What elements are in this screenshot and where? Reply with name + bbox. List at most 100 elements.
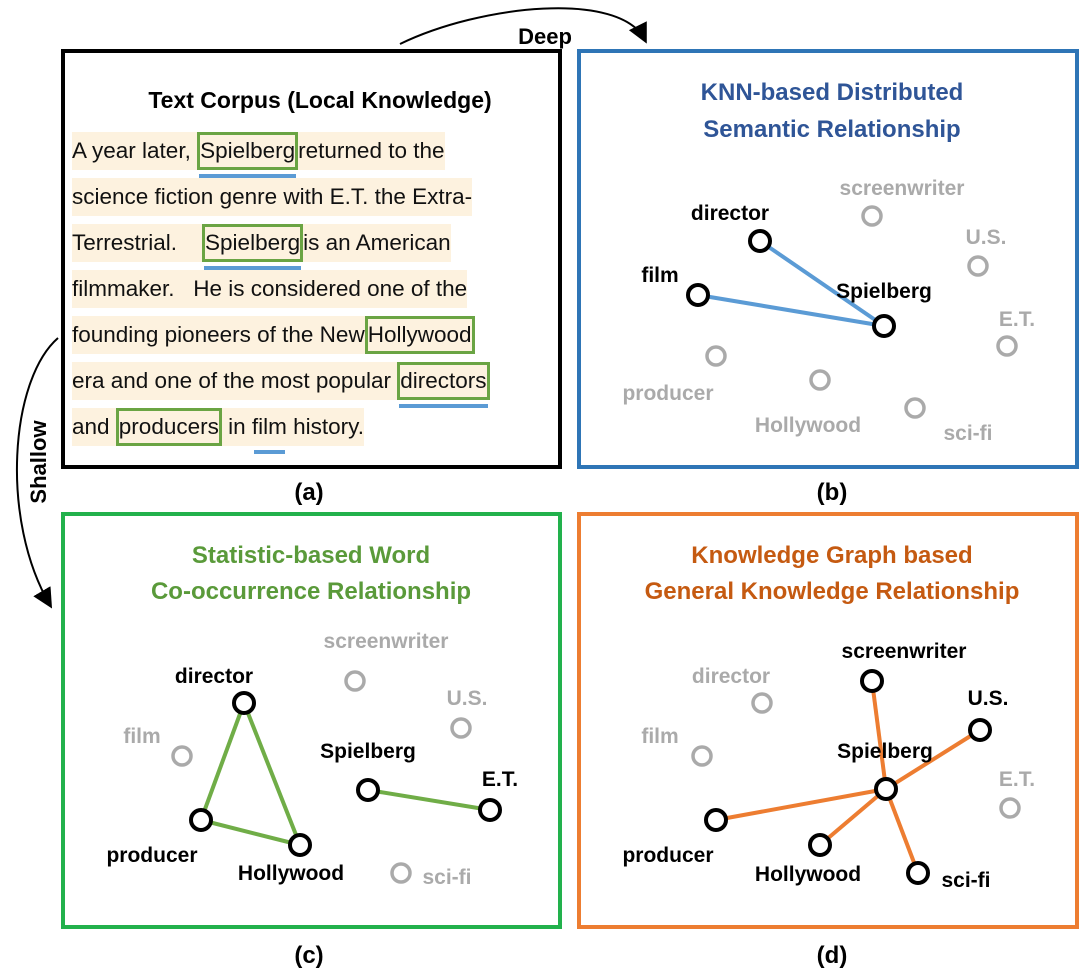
graph-node xyxy=(861,205,883,227)
node-label: U.S. xyxy=(447,687,488,710)
graph-node xyxy=(967,255,989,277)
graph-node xyxy=(232,691,256,715)
node-label: Spielberg xyxy=(837,740,933,763)
graph-node xyxy=(808,833,832,857)
corpus-text: era and one of the most popular xyxy=(72,362,398,400)
panel-d-title: Knowledge Graph based xyxy=(691,542,972,569)
panel-a-border xyxy=(61,49,562,469)
node-label: producer xyxy=(106,844,197,867)
node-label: film xyxy=(641,264,678,287)
highlighted-word: producers xyxy=(115,408,222,446)
graph-edge xyxy=(884,788,920,874)
caption-d: (d) xyxy=(817,942,848,969)
panel-d-border xyxy=(577,512,1079,929)
graph-edge xyxy=(199,702,246,821)
graph-node xyxy=(344,670,366,692)
node-label: film xyxy=(123,725,160,748)
caption-b: (b) xyxy=(817,479,848,506)
highlighted-word: Hollywood xyxy=(364,316,475,354)
node-label: Spielberg xyxy=(836,280,932,303)
panel-b-title: KNN-based Distributed xyxy=(701,79,964,106)
corpus-text: returned to the xyxy=(298,132,445,170)
graph-node xyxy=(171,745,193,767)
graph-edge xyxy=(697,293,885,328)
node-label: director xyxy=(692,665,770,688)
graph-edge xyxy=(758,239,886,328)
highlighted-word: Spielberg xyxy=(197,132,299,178)
graph-node xyxy=(704,808,728,832)
panel-d-title: General Knowledge Relationship xyxy=(645,578,1020,605)
graph-node xyxy=(288,833,312,857)
corpus-line: era and one of the most popular director… xyxy=(72,358,560,408)
graph-node xyxy=(906,861,930,885)
graph-node xyxy=(872,314,896,338)
graph-edge xyxy=(870,680,888,790)
deep-arrow xyxy=(399,7,647,45)
corpus-line: and producers in film history. xyxy=(72,404,560,454)
graph-node xyxy=(478,798,502,822)
caption-c: (c) xyxy=(294,942,323,969)
graph-edge xyxy=(818,787,888,847)
panel-b-title: Semantic Relationship xyxy=(703,116,960,143)
graph-node xyxy=(904,397,926,419)
corpus-text: and xyxy=(72,408,116,446)
node-label: Hollywood xyxy=(755,863,861,886)
panel-c-title: Statistic-based Word xyxy=(192,542,430,569)
graph-node xyxy=(996,335,1018,357)
shallow-arrow xyxy=(15,337,59,609)
graph-node xyxy=(450,717,472,739)
corpus-text: filmmaker. He is considered one of the xyxy=(72,270,468,308)
corpus-text: A year later, xyxy=(72,132,198,170)
graph-node xyxy=(999,797,1021,819)
graph-edge xyxy=(715,787,887,822)
node-label: film xyxy=(641,725,678,748)
corpus-line: science fiction genre with E.T. the Extr… xyxy=(72,174,560,220)
shallow-label: Shallow xyxy=(26,420,51,504)
graph-node xyxy=(751,692,773,714)
highlighted-word: Spielberg xyxy=(202,224,304,270)
corpus-text: founding pioneers of the New xyxy=(72,316,365,354)
underlined-word: film xyxy=(251,408,287,454)
corpus-line: filmmaker. He is considered one of the xyxy=(72,266,560,312)
node-label: sci-fi xyxy=(422,866,471,889)
graph-node xyxy=(189,808,213,832)
graph-node xyxy=(686,283,710,307)
node-label: E.T. xyxy=(999,768,1035,791)
node-label: U.S. xyxy=(966,226,1007,249)
node-label: screenwriter xyxy=(840,177,965,200)
graph-edge xyxy=(367,788,491,812)
graph-node xyxy=(809,369,831,391)
graph-edge xyxy=(242,702,302,846)
deep-label: Deep xyxy=(518,24,572,49)
node-label: Hollywood xyxy=(238,862,344,885)
corpus-text: science fiction genre with E.T. the Extr… xyxy=(72,178,473,216)
graph-node xyxy=(390,862,412,884)
graph-edge xyxy=(200,818,301,847)
graph-node xyxy=(748,229,772,253)
panel-a-title: Text Corpus (Local Knowledge) xyxy=(148,87,491,113)
node-label: E.T. xyxy=(482,768,518,791)
graph-node xyxy=(691,745,713,767)
node-label: producer xyxy=(622,382,713,405)
corpus-text: is an American xyxy=(303,224,451,262)
graph-node xyxy=(860,669,884,693)
corpus-text: Terrestrial. xyxy=(72,224,203,262)
caption-a: (a) xyxy=(294,479,323,506)
node-label: U.S. xyxy=(968,687,1009,710)
graph-edge xyxy=(884,728,982,791)
node-label: director xyxy=(175,665,253,688)
highlighted-word: directors xyxy=(397,362,490,408)
graph-node xyxy=(356,778,380,802)
node-label: sci-fi xyxy=(941,869,990,892)
node-label: sci-fi xyxy=(943,422,992,445)
panel-b-border xyxy=(577,49,1079,469)
node-label: Hollywood xyxy=(755,414,861,437)
node-label: producer xyxy=(622,844,713,867)
graph-node xyxy=(968,718,992,742)
